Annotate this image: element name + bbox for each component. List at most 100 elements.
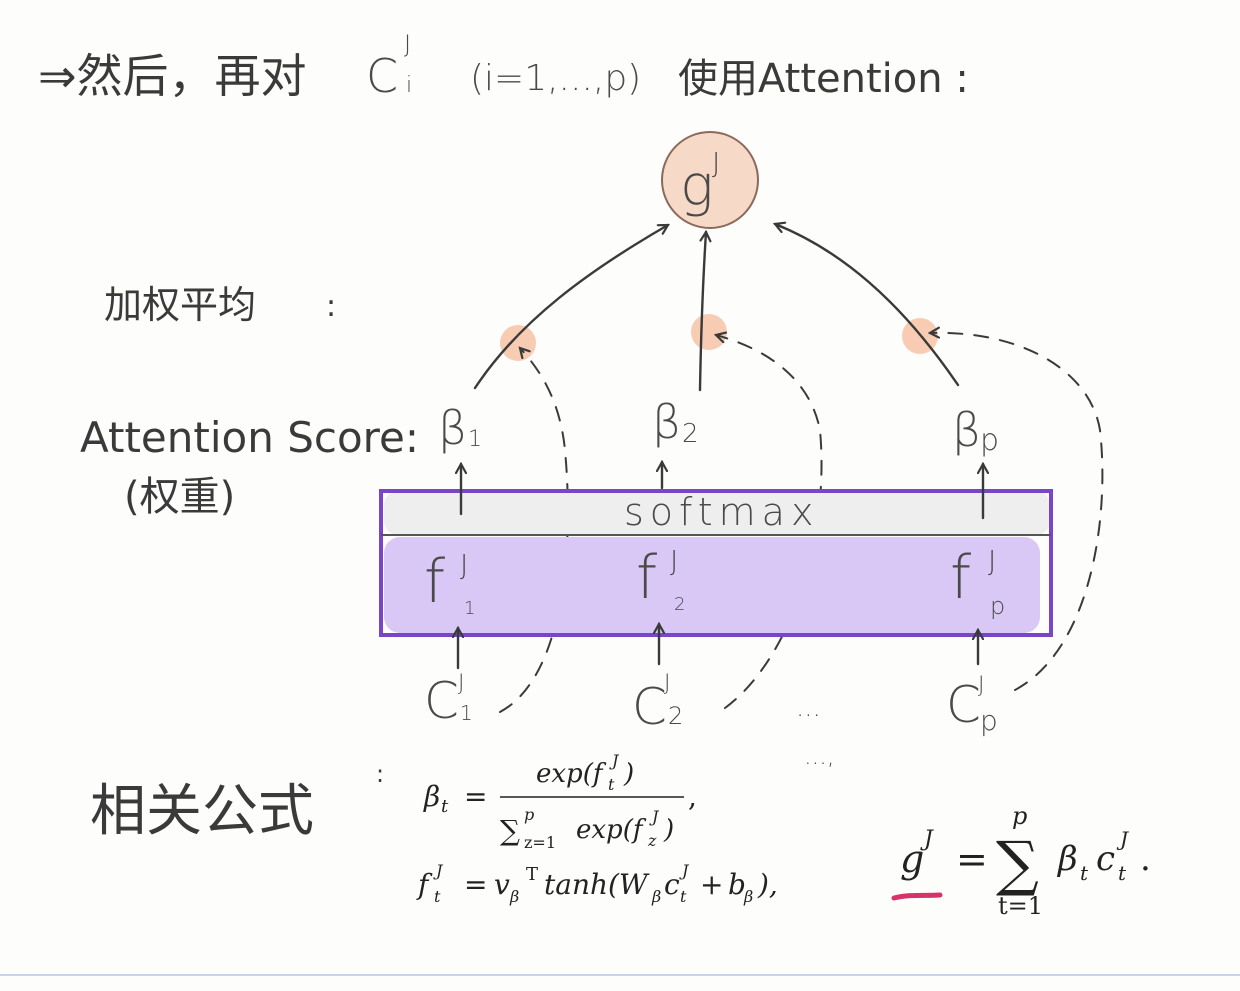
f-highlight <box>384 537 1040 633</box>
f-node-p-sub: p <box>990 592 1005 620</box>
f-node-1: f J 1 <box>424 547 475 619</box>
attention-score-label: Attention Score: <box>80 413 419 462</box>
formulas-label: 相关公式 <box>90 779 314 844</box>
f-node-2: f J 2 <box>636 543 685 615</box>
formula-f: f t J = v β T tanh(W β c t J + b β ), <box>416 861 778 906</box>
title-prefix: ⇒然后，再对 <box>38 49 307 103</box>
formula-f-plus: + <box>700 868 723 901</box>
formula-beta-lhs-sub: t <box>441 796 449 817</box>
weighted-average-label: 加权平均 <box>104 283 256 327</box>
formula-f-lhs: f <box>416 868 433 901</box>
formula-g-c-sup: J <box>1116 827 1129 851</box>
f-node-2-base: f <box>636 543 657 613</box>
formula-beta-den-body: exp(f <box>576 815 647 845</box>
weighted-average-colon: : <box>326 289 336 324</box>
formula-f-close: ), <box>757 868 778 901</box>
ellipsis-mid: ... <box>796 693 821 723</box>
formula-beta-comma: , <box>688 780 697 813</box>
arrow-beta1-to-g <box>473 223 668 390</box>
softmax-label: softmax <box>624 490 819 534</box>
formula-f-b: b <box>728 868 746 901</box>
c-node-p-base: C <box>946 676 981 734</box>
beta-p-base: β <box>952 403 981 457</box>
formula-beta-eq: = <box>464 780 487 813</box>
beta-1-sub: 1 <box>468 427 482 452</box>
beta-p-sub: p <box>980 423 999 458</box>
formula-g-eq: = <box>956 837 988 881</box>
formula-beta-den-body-sub: z <box>647 831 657 850</box>
output-node: g J <box>661 131 759 229</box>
formula-g-sum: ∑ <box>996 829 1039 899</box>
formula-beta-den-sup: p <box>524 805 534 824</box>
formula-g-sum-sub: t=1 <box>998 892 1043 920</box>
beta-1: β 1 <box>438 401 482 455</box>
formula-f-body-sub: β <box>651 887 661 906</box>
title-suffix: 使用Attention : <box>678 56 969 102</box>
beta-p: β p <box>952 403 999 458</box>
weighted-dot-2 <box>691 314 727 350</box>
dashed-cp-to-dot <box>930 333 1104 691</box>
dashed-c2-to-dot <box>716 335 823 709</box>
formula-f-lhs-sup: J <box>433 861 444 880</box>
formula-g: g J = ∑ p t=1 β t c t J . <box>891 802 1151 920</box>
formula-g-beta: β <box>1056 839 1078 879</box>
formula-g-c: c <box>1096 839 1115 879</box>
beta-2-sub: 2 <box>682 419 699 449</box>
formula-beta-num-close: ) <box>623 759 634 789</box>
c-node-2-sub: 2 <box>668 702 683 730</box>
c-node-p-sup: J <box>978 673 985 698</box>
c-node-1-sup: J <box>458 671 465 696</box>
f-node-1-sub: 1 <box>464 598 475 619</box>
formula-f-c-sub: t <box>680 887 687 906</box>
f-node-p-sup: J <box>988 544 996 577</box>
title-line: ⇒然后，再对 C J i (i=1,...,p) 使用Attention : <box>38 30 969 103</box>
weights-label: (权重) <box>124 474 235 520</box>
c-node-2: C J 2 <box>632 671 683 736</box>
formula-beta: β t = exp(f t J ) ∑ p z=1 exp(f z J ) , <box>423 751 697 852</box>
f-node-1-base: f <box>424 547 445 617</box>
c-node-1-sub: 1 <box>460 701 473 725</box>
formula-f-v: v <box>494 868 510 901</box>
c-node-2-sup: J <box>664 671 671 696</box>
formula-g-lhs: g <box>900 837 924 881</box>
ellipsis-low: ..., <box>804 742 835 770</box>
formula-f-T: T <box>526 864 538 885</box>
formula-beta-lhs: β <box>423 780 440 813</box>
formula-beta-den-close: ) <box>663 815 674 845</box>
c-node-p: C J p <box>946 673 998 737</box>
c-node-1-base: C <box>424 672 459 730</box>
title-range: (i=1,...,p) <box>470 58 641 99</box>
softmax-f-box <box>379 489 1053 637</box>
formula-f-c: c <box>664 868 680 901</box>
formula-beta-den-sub: z=1 <box>524 833 556 852</box>
formula-f-body: tanh(W <box>544 868 650 901</box>
arrow-beta2-to-g <box>698 232 706 392</box>
output-node-sup: J <box>712 146 720 179</box>
formula-beta-num: exp(f <box>536 759 607 789</box>
formula-f-lhs-sub: t <box>434 887 441 906</box>
f-node-p: f J p <box>950 543 1005 620</box>
softmax-band <box>384 491 1050 535</box>
c-node-2-base: C <box>632 678 667 736</box>
formula-g-beta-sub: t <box>1080 861 1089 885</box>
formula-f-v-sub: β <box>509 887 519 906</box>
f-node-p-base: f <box>950 543 971 613</box>
f-node-1-sup: J <box>460 548 468 581</box>
arrow-betap-to-g <box>775 224 960 387</box>
formula-f-b-sub: β <box>743 887 753 906</box>
c-node-p-sub: p <box>980 704 998 737</box>
formula-beta-den-sum: ∑ <box>500 814 520 847</box>
beta-1-base: β <box>438 401 467 455</box>
title-symbol-sup: J <box>404 30 411 58</box>
formula-f-eq: = <box>464 868 487 901</box>
formula-beta-num-sub: t <box>608 775 615 794</box>
formula-f-c-sup: J <box>679 861 690 880</box>
f-node-2-sub: 2 <box>674 594 685 615</box>
bottom-divider <box>0 974 1240 976</box>
formula-g-sum-sup: p <box>1012 802 1027 830</box>
formulas-colon: : <box>376 760 384 788</box>
formula-g-dot: . <box>1140 839 1151 879</box>
title-symbol-sub: i <box>406 73 412 98</box>
title-symbol: C <box>366 49 398 103</box>
